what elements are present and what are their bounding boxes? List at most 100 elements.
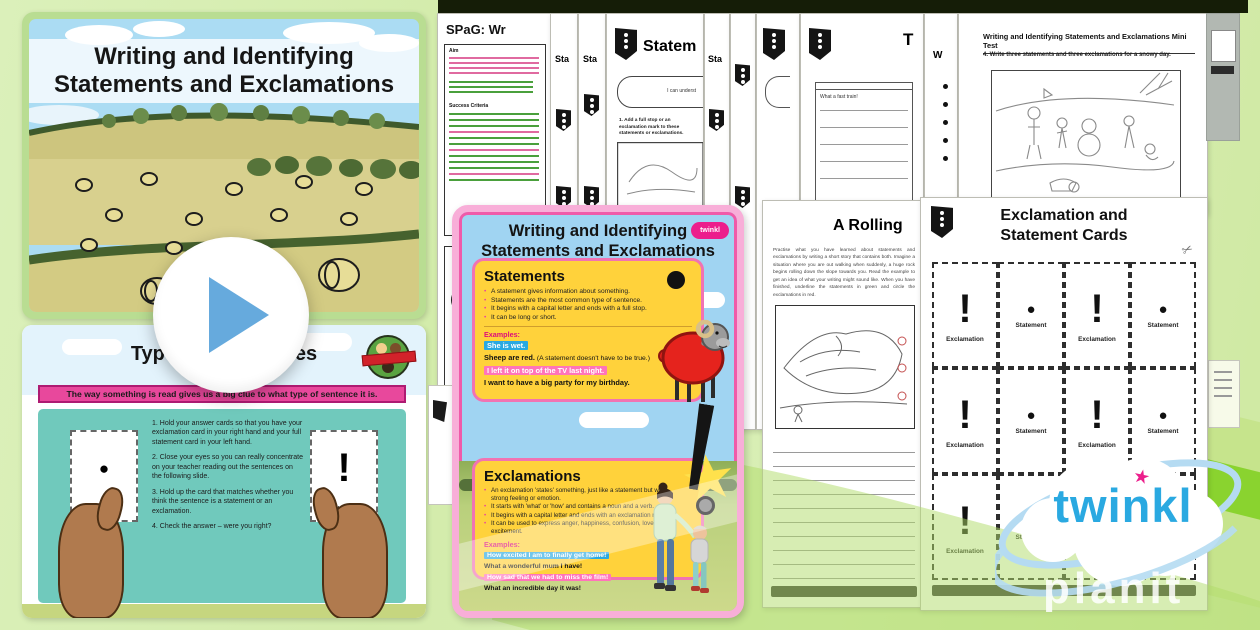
step-item: 3. Hold up the card that matches whether… — [152, 488, 294, 515]
writing-line — [820, 144, 908, 145]
mini-test-page: Writing and Identifying Statements and E… — [958, 13, 1208, 215]
planit-badge-icon — [709, 109, 724, 131]
step-item: 2. Close your eyes so you can really con… — [152, 454, 303, 481]
success-criteria-label: Success Criteria — [449, 103, 489, 109]
statements-exclamations-poster: Writing and Identifying Statements and E… — [452, 205, 744, 618]
statement-card: ●Statement — [998, 262, 1064, 368]
writing-line — [820, 110, 908, 111]
award-badge-icon — [361, 335, 417, 379]
examples-label: Examples: — [484, 329, 520, 339]
top-dark-bar — [438, 0, 1248, 13]
train-page-title: T — [903, 30, 914, 49]
full-stop-symbol: ● — [98, 459, 110, 478]
planit-badge-icon — [615, 28, 637, 60]
writing-line — [773, 453, 915, 467]
example-sentence: How sad that we had to miss the film! — [484, 573, 692, 582]
poster-title: Writing and Identifying Statements and E… — [459, 222, 737, 262]
badge-ribbon — [361, 350, 417, 367]
badge-face — [390, 343, 401, 354]
example-sentence: What a wonderful mum I have! — [484, 562, 583, 570]
mini-test-title: Writing and Identifying Statements and E… — [983, 32, 1195, 54]
slide1-title-band — [29, 39, 419, 103]
full-stop-glyph: ● — [1158, 301, 1168, 318]
criteria-text-lines — [449, 113, 539, 115]
full-stop-glyph: ● — [1158, 407, 1168, 424]
twinkl-mini-logo: twinkl — [691, 222, 729, 239]
exclamation-rule: An exclamation 'states' something, just … — [484, 487, 676, 503]
cloud — [62, 339, 122, 355]
example-sentence: She is wet. — [484, 341, 692, 351]
divider — [484, 325, 692, 327]
statement-rule: It begins with a capital letter and ends… — [484, 305, 661, 314]
writing-line — [773, 467, 915, 481]
statement-card: ●Statement — [998, 368, 1064, 474]
statement-card: ●Statement — [1130, 262, 1196, 368]
writing-line — [820, 127, 908, 128]
play-icon — [209, 277, 269, 353]
planit-badge-icon — [556, 109, 571, 131]
card-label: Exclamation — [1078, 336, 1116, 343]
exclamation-glyph: ! — [1090, 393, 1104, 437]
writing-line — [820, 161, 908, 162]
twinkl-wordmark: twinkl — [1053, 479, 1193, 532]
big-exclamation-dot — [696, 496, 715, 515]
aim-text-lines — [449, 57, 539, 59]
highlighted-example: I left it on top of the TV last night. — [484, 366, 608, 376]
example-sentence: Sheep are red. (A statement doesn't have… — [484, 353, 692, 363]
rolling-title: A Rolling — [833, 217, 903, 234]
family-illustration — [653, 482, 709, 593]
twinkl-logo: twinkl ★ planit — [989, 428, 1253, 628]
step-item: 1. Hold your answer cards so that you ha… — [152, 420, 303, 446]
spag-title: SPaG: Wr — [446, 22, 506, 37]
i-can-text: I can underst — [667, 88, 696, 94]
i-can-box-edge — [765, 76, 790, 108]
statements-heading: Statements — [484, 268, 565, 285]
train-example-text: What a fast train! — [820, 94, 858, 100]
rock-scene-frame — [775, 305, 915, 429]
card-label: Exclamation — [946, 442, 984, 449]
cloud — [579, 412, 649, 428]
card-label: Exclamation — [1078, 442, 1116, 449]
slide1-title-line1: Writing and Identifying — [94, 43, 354, 70]
ram-illustration — [658, 319, 730, 402]
exclamations-heading: Exclamations — [484, 468, 581, 485]
writing-line — [773, 439, 915, 453]
planit-badge-icon — [809, 28, 831, 60]
snowy-scene-frame — [991, 70, 1181, 210]
exclamation-symbol: ! — [337, 445, 351, 490]
slide-types-of-sentences: Types of Sentences The way something is … — [22, 325, 426, 618]
slide2-steps: 1. Hold your answer cards so that you ha… — [152, 419, 304, 531]
frame-header — [816, 83, 912, 90]
planit-badge-icon — [763, 28, 785, 60]
snowy-scene-sketch — [995, 72, 1175, 193]
page-corner — [1208, 360, 1240, 428]
text-lines — [1214, 371, 1232, 373]
planit-badge-icon — [556, 186, 571, 208]
tool-button[interactable] — [1211, 66, 1234, 74]
full-stop-glyph: ● — [1026, 407, 1036, 424]
page-title-fragment: Sta — [708, 54, 723, 64]
writing-frame: What a fast train! — [815, 82, 913, 218]
example-sentence: I left it on top of the TV last night. — [484, 366, 692, 376]
planit-badge-icon — [931, 206, 953, 238]
poster-title-line2: Statements and Exclamations — [481, 241, 715, 260]
planit-badge-icon — [735, 186, 750, 208]
full-stop-icon — [667, 271, 685, 289]
exclamation-card: ! Exclamation — [932, 368, 998, 474]
planit-badge-icon — [584, 186, 599, 208]
highlighted-example: She is wet. — [484, 341, 529, 351]
twinkl-mini-wordmark: twinkl — [700, 227, 720, 234]
example-sentence: What an incredible day it was! — [484, 584, 582, 592]
badge-face — [376, 343, 387, 354]
exclamation-glyph: ! — [958, 393, 972, 437]
full-stop-glyph: ● — [1026, 301, 1036, 318]
rolling-paragraph: Practise what you have learned about sta… — [773, 248, 915, 298]
examples-label: Examples: — [484, 540, 520, 550]
rock-scene-sketch — [779, 330, 908, 423]
slide1-artwork: Writing and Identifying Statements and E… — [29, 19, 419, 312]
i-can-box: I can underst — [617, 76, 703, 108]
video-play-button[interactable] — [153, 237, 309, 393]
statement-rule: Statements are the most common type of s… — [484, 297, 661, 306]
example-sentence: I want to have a big party for my birthd… — [484, 377, 630, 387]
